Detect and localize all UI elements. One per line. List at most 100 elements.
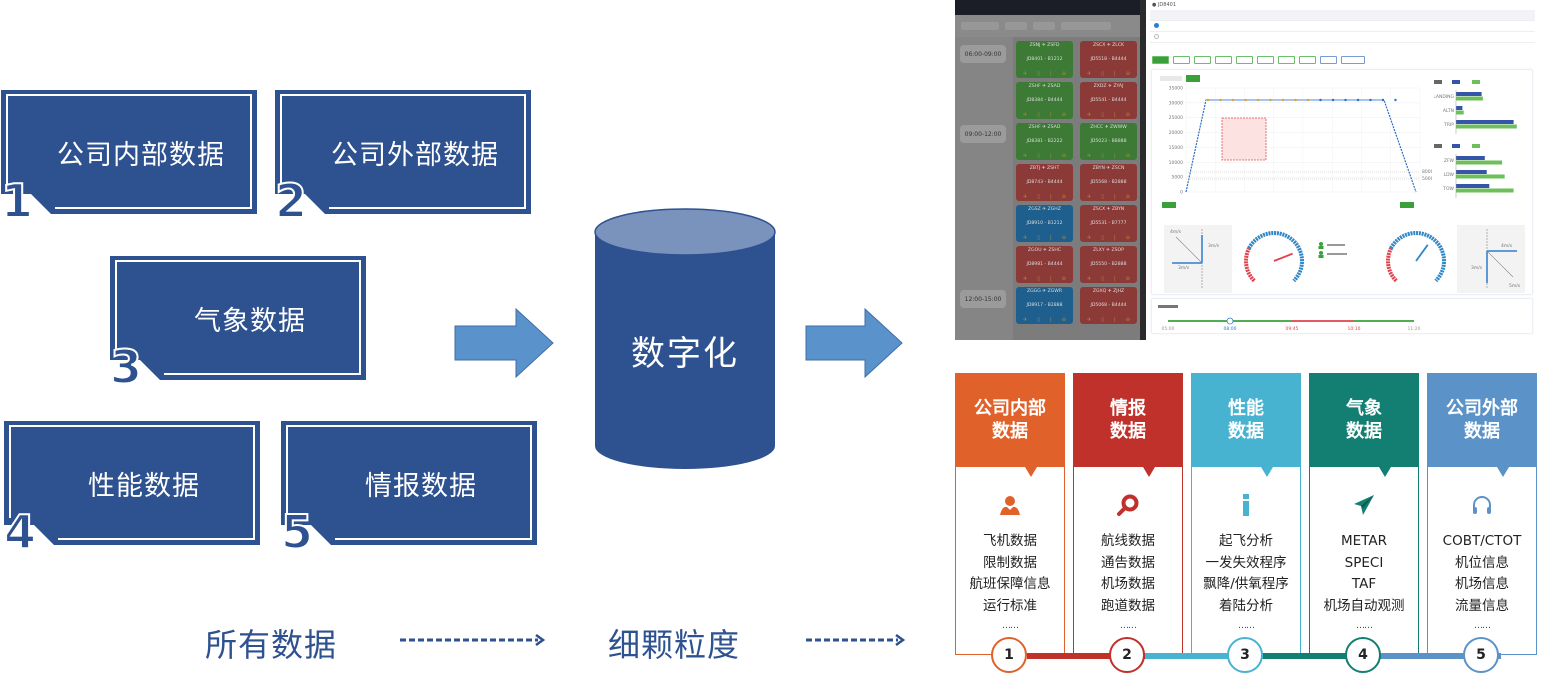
profile-button[interactable] [1186, 75, 1200, 82]
minus-circle-icon[interactable]: ⊖ [1061, 317, 1066, 323]
plane-icon[interactable]: ✈ [1087, 71, 1092, 77]
flight-card[interactable]: ZLXY ✈ ZSOP JD5550 - B2888 ✈▯|⊖ [1080, 246, 1137, 283]
table-header [1150, 10, 1535, 21]
flight-card[interactable]: ZSHF ✈ ZSAD JD8384 - B4444 ✈▯|⊖ [1016, 82, 1073, 119]
document-icon[interactable]: ▯ [1037, 235, 1041, 241]
fuel-icon[interactable]: | [1114, 71, 1116, 77]
flight-card[interactable]: ZSCX ✈ ZLCK JD5518 - B4444 ✈▯|⊖ [1080, 41, 1137, 78]
arrival-button[interactable] [1400, 202, 1414, 208]
row-radio[interactable] [1153, 22, 1159, 28]
document-icon[interactable]: ▯ [1101, 71, 1105, 77]
document-icon[interactable]: ▯ [1101, 276, 1105, 282]
flight-card[interactable]: ZSHF ✈ ZSAD JD8381 - B2222 ✈▯|⊖ [1016, 123, 1073, 160]
flight-card[interactable]: ZXDZ ✈ ZYAJ JD5541 - B4444 ✈▯|⊖ [1080, 82, 1137, 119]
minus-circle-icon[interactable]: ⊖ [1061, 276, 1066, 282]
minus-circle-icon[interactable]: ⊖ [1061, 194, 1066, 200]
row-radio[interactable] [1153, 33, 1159, 39]
fuel-icon[interactable]: | [1114, 112, 1116, 118]
fuel-icon[interactable]: | [1050, 71, 1052, 77]
plane-icon[interactable]: ✈ [1023, 235, 1028, 241]
table-row[interactable] [1150, 32, 1535, 43]
plane-icon[interactable]: ✈ [1023, 112, 1028, 118]
category-item: 航线数据 [1101, 533, 1155, 549]
bar-category-label: LDW [1444, 172, 1455, 178]
flight-card[interactable]: ZBTJ ✈ ZSHT JD8743 - B4444 ✈▯|⊖ [1016, 164, 1073, 201]
date-filter[interactable] [961, 22, 999, 30]
fuel-icon[interactable]: | [1114, 235, 1116, 241]
flight-id: JD5541 - B4444 [1090, 98, 1127, 103]
minus-circle-icon[interactable]: ⊖ [1125, 235, 1130, 241]
document-icon[interactable]: ▯ [1101, 153, 1105, 159]
plane-icon[interactable]: ✈ [1087, 317, 1092, 323]
plane-icon[interactable]: ✈ [1023, 71, 1028, 77]
minus-circle-icon[interactable]: ⊖ [1061, 112, 1066, 118]
tab[interactable] [1173, 56, 1190, 64]
flight-card[interactable]: ZSCX ✈ ZBYN JD5531 - B7777 ✈▯|⊖ [1080, 205, 1137, 242]
plane-icon[interactable]: ✈ [1023, 194, 1028, 200]
category-header: 气象数据 [1309, 373, 1419, 467]
plane-icon[interactable]: ✈ [1023, 153, 1028, 159]
tab[interactable] [1236, 56, 1253, 64]
current-position-marker[interactable] [1226, 317, 1234, 325]
document-icon[interactable]: ▯ [1037, 194, 1041, 200]
minus-circle-icon[interactable]: ⊖ [1125, 153, 1130, 159]
minus-circle-icon[interactable]: ⊖ [1061, 71, 1066, 77]
fuel-icon[interactable]: | [1050, 276, 1052, 282]
minus-circle-icon[interactable]: ⊖ [1061, 153, 1066, 159]
document-icon[interactable]: ▯ [1101, 317, 1105, 323]
tab[interactable] [1215, 56, 1232, 64]
document-icon[interactable]: ▯ [1037, 71, 1041, 77]
fuel-icon[interactable]: | [1050, 194, 1052, 200]
filter-select[interactable] [1061, 22, 1111, 30]
fuel-icon[interactable]: | [1050, 153, 1052, 159]
flight-card[interactable]: ZHCC ✈ ZWWW JD5023 - B8888 ✈▯|⊖ [1080, 123, 1137, 160]
tab[interactable] [1278, 56, 1295, 64]
minus-circle-icon[interactable]: ⊖ [1125, 71, 1130, 77]
time-slot[interactable]: 06:00-09:00 [960, 45, 1006, 63]
tab[interactable] [1299, 56, 1316, 64]
fuel-icon[interactable]: | [1114, 153, 1116, 159]
minus-circle-icon[interactable]: ⊖ [1125, 194, 1130, 200]
minus-circle-icon[interactable]: ⊖ [1125, 112, 1130, 118]
plane-icon[interactable]: ✈ [1087, 276, 1092, 282]
tab[interactable] [1320, 56, 1337, 64]
document-icon[interactable]: ▯ [1101, 194, 1105, 200]
plane-icon[interactable]: ✈ [1087, 194, 1092, 200]
flight-card[interactable]: ZGGG ✈ ZGWR JD8917 - B2888 ✈▯|⊖ [1016, 287, 1073, 324]
fuel-icon[interactable]: | [1114, 317, 1116, 323]
departure-button[interactable] [1162, 202, 1176, 208]
table-row[interactable] [1150, 21, 1535, 32]
tab[interactable] [1194, 56, 1211, 64]
flight-card[interactable]: ZGSZ ✈ ZGHZ JD8910 - B1212 ✈▯|⊖ [1016, 205, 1073, 242]
document-icon[interactable]: ▯ [1037, 276, 1041, 282]
fuel-icon[interactable]: | [1050, 112, 1052, 118]
tab[interactable] [1341, 56, 1365, 64]
fuel-icon[interactable]: | [1114, 276, 1116, 282]
fuel-icon[interactable]: | [1114, 194, 1116, 200]
flight-card[interactable]: ZGXQ ✈ ZJHZ JD5068 - B4444 ✈▯|⊖ [1080, 287, 1137, 324]
fuel-icon[interactable]: | [1050, 235, 1052, 241]
plane-icon[interactable]: ✈ [1023, 276, 1028, 282]
document-icon[interactable]: ▯ [1037, 317, 1041, 323]
document-icon[interactable]: ▯ [1037, 112, 1041, 118]
time-slot[interactable]: 09:00-12:00 [960, 125, 1006, 143]
minus-circle-icon[interactable]: ⊖ [1125, 276, 1130, 282]
filter-select[interactable] [1033, 22, 1055, 30]
minus-circle-icon[interactable]: ⊖ [1125, 317, 1130, 323]
time-slot[interactable]: 12:00-15:00 [960, 290, 1006, 308]
plane-icon[interactable]: ✈ [1087, 112, 1092, 118]
flight-card[interactable]: ZBYN ✈ ZSCN JD5568 - B2888 ✈▯|⊖ [1080, 164, 1137, 201]
tab[interactable] [1152, 56, 1169, 64]
filter-select[interactable] [1005, 22, 1027, 30]
plane-icon[interactable]: ✈ [1087, 153, 1092, 159]
flight-card[interactable]: ZGOU ✈ ZSHC JD8981 - B4444 ✈▯|⊖ [1016, 246, 1073, 283]
fuel-icon[interactable]: | [1050, 317, 1052, 323]
tab[interactable] [1257, 56, 1274, 64]
plane-icon[interactable]: ✈ [1087, 235, 1092, 241]
document-icon[interactable]: ▯ [1101, 112, 1105, 118]
plane-icon[interactable]: ✈ [1023, 317, 1028, 323]
document-icon[interactable]: ▯ [1037, 153, 1041, 159]
minus-circle-icon[interactable]: ⊖ [1061, 235, 1066, 241]
document-icon[interactable]: ▯ [1101, 235, 1105, 241]
flight-card[interactable]: ZSNJ ✈ ZSFD JD8401 - B1212 ✈▯|⊖ [1016, 41, 1073, 78]
